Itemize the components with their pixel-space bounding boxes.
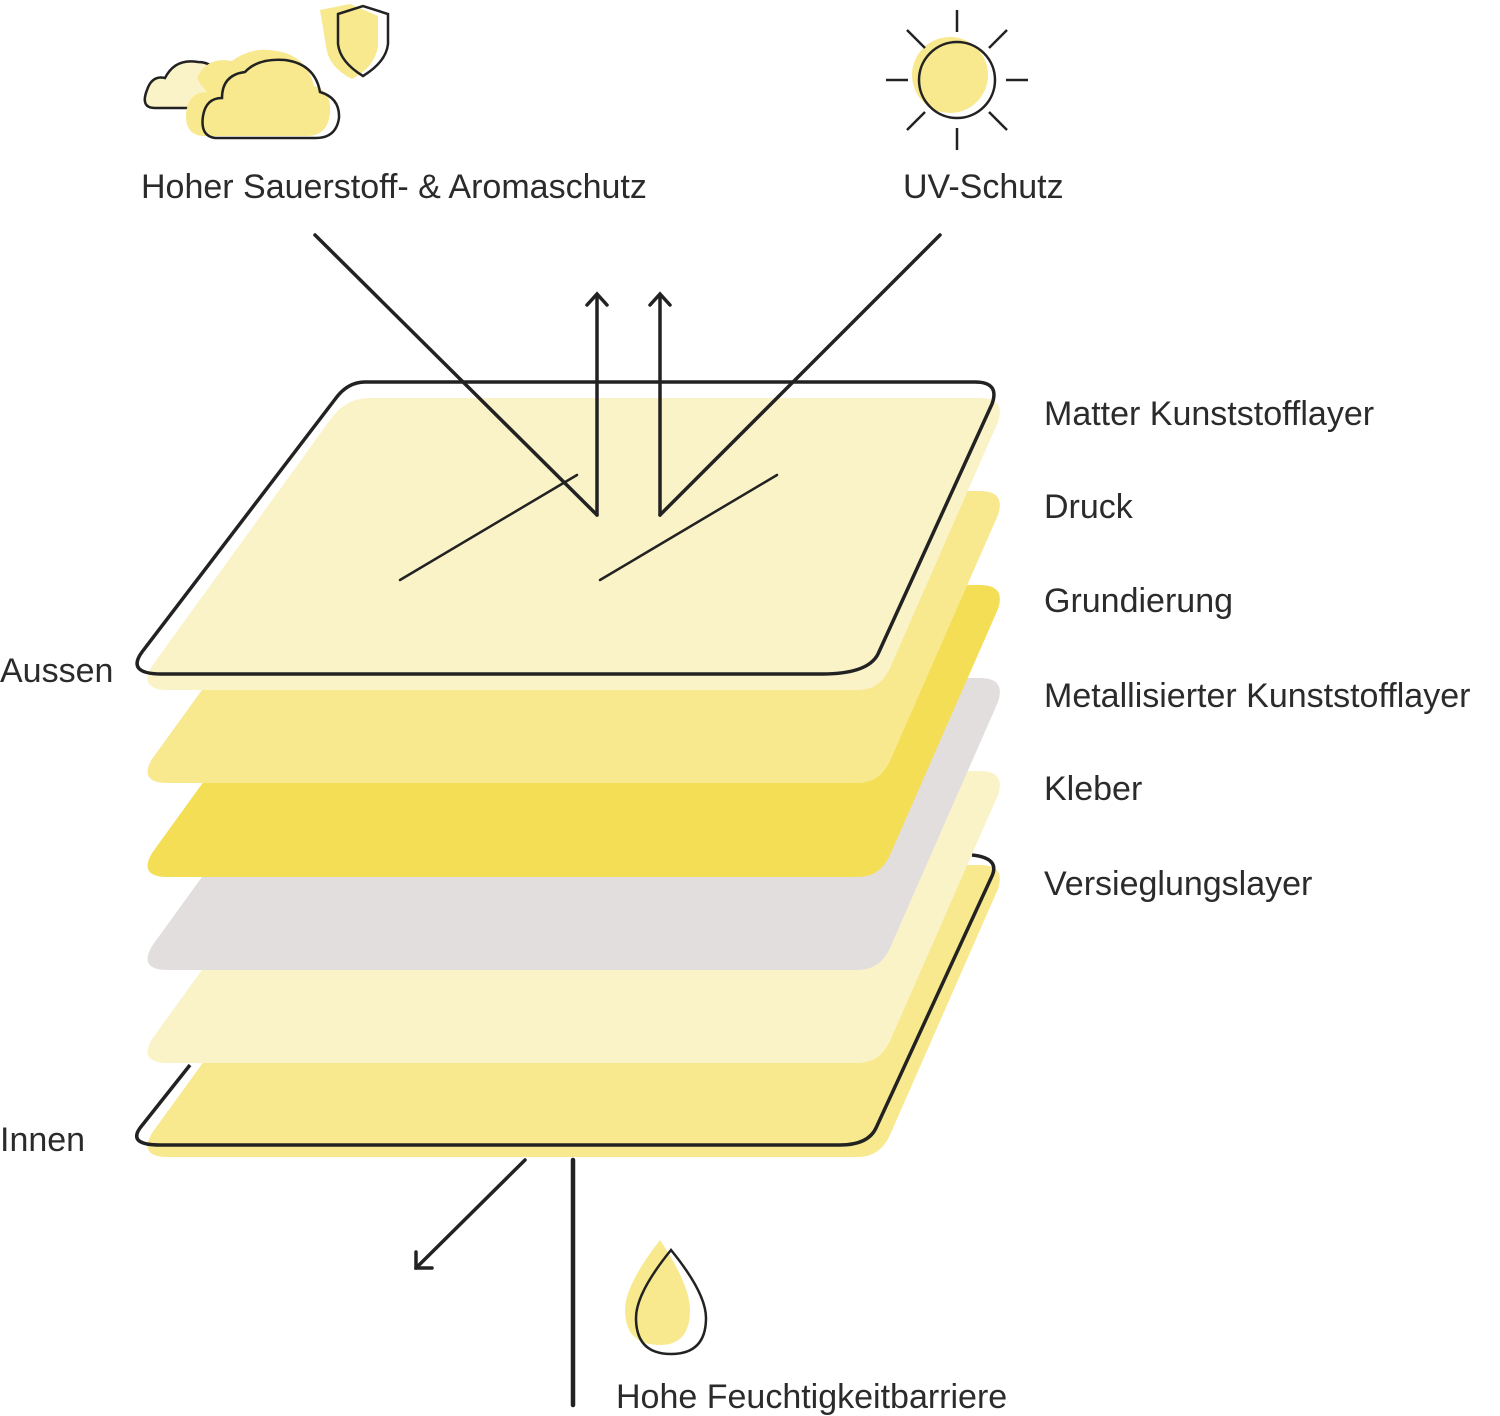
layer-versieglungslayer bbox=[135, 853, 1000, 1157]
layer-label: Grundierung bbox=[1044, 582, 1234, 620]
arrows bbox=[313, 233, 942, 1408]
outer-label: Aussen bbox=[0, 652, 114, 690]
water-drop-icon bbox=[625, 1240, 708, 1356]
layer-matter-kunststofflayer bbox=[135, 380, 1000, 690]
oxygen-incoming-line bbox=[313, 233, 599, 517]
moisture-deflect-arrow bbox=[414, 1158, 527, 1270]
cloud-icon bbox=[143, 49, 341, 140]
layer-label: Versieglungslayer bbox=[1044, 865, 1313, 903]
layer-label: Kleber bbox=[1044, 770, 1143, 808]
layer-label: Druck bbox=[1044, 488, 1133, 526]
inner-label: Innen bbox=[0, 1121, 86, 1159]
layer-label: Matter Kunststofflayer bbox=[1044, 395, 1375, 433]
layer-label: Metallisierter Kunststofflayer bbox=[1044, 677, 1471, 715]
shield-icon bbox=[320, 4, 390, 79]
moisture-barrier-label: Hohe Feuchtigkeitbarriere bbox=[616, 1378, 1008, 1416]
sun-icon bbox=[886, 10, 1028, 150]
uv-incoming-line bbox=[658, 233, 942, 517]
uv-protection-label: UV-Schutz bbox=[903, 168, 1064, 206]
oxygen-protection-label: Hoher Sauerstoff- & Aromaschutz bbox=[141, 168, 647, 206]
